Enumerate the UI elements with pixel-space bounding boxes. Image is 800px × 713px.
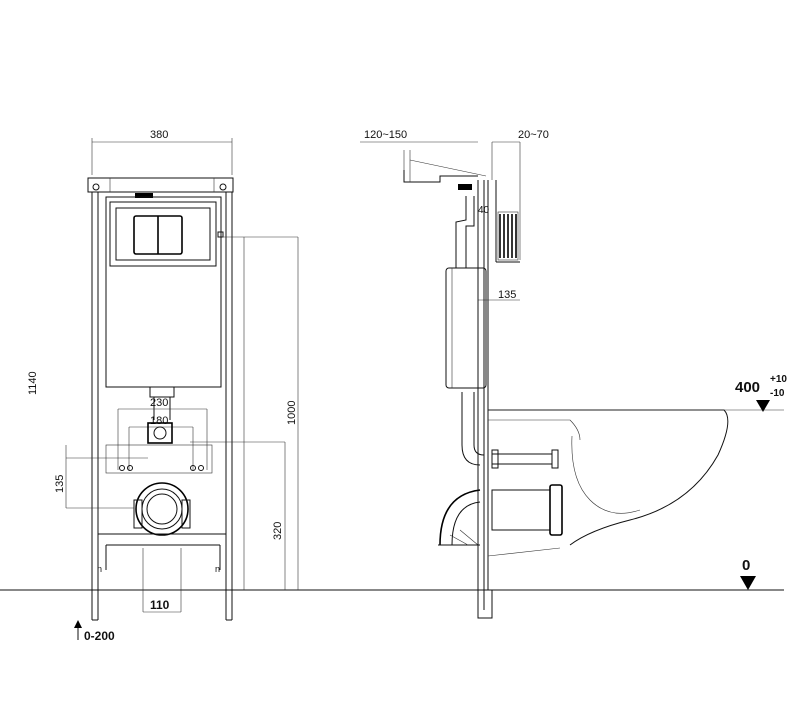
floor-level-label: 0 xyxy=(742,557,750,574)
dim-180: 180 xyxy=(150,415,168,427)
front-view: 380 230 180 xyxy=(27,129,299,643)
dim-320: 320 xyxy=(272,522,284,540)
seat-height-label: 400 xyxy=(735,379,760,396)
flush-button-side xyxy=(499,214,517,258)
dim-110: 110 xyxy=(150,598,170,612)
dim-20-70: 20~70 xyxy=(518,129,549,141)
dim-135-front: 135 xyxy=(54,475,66,493)
dim-1140: 1140 xyxy=(27,371,39,395)
dim-120-150: 120~150 xyxy=(364,129,407,141)
dim-1000: 1000 xyxy=(286,401,298,425)
seat-tol-plus: +10 xyxy=(770,374,787,385)
waste-outlet xyxy=(135,482,189,536)
seat-tol-minus: -10 xyxy=(770,388,785,399)
dim-135-side: 135 xyxy=(498,289,516,301)
dim-230: 230 xyxy=(150,397,168,409)
dim-width-380: 380 xyxy=(150,129,168,141)
side-view: 120~150 20~70 40 135 xyxy=(360,129,787,619)
svg-text:n: n xyxy=(97,564,102,574)
toilet-bowl xyxy=(488,409,729,546)
dim-0-200: 0-200 xyxy=(84,629,115,643)
svg-text:n: n xyxy=(215,564,220,574)
